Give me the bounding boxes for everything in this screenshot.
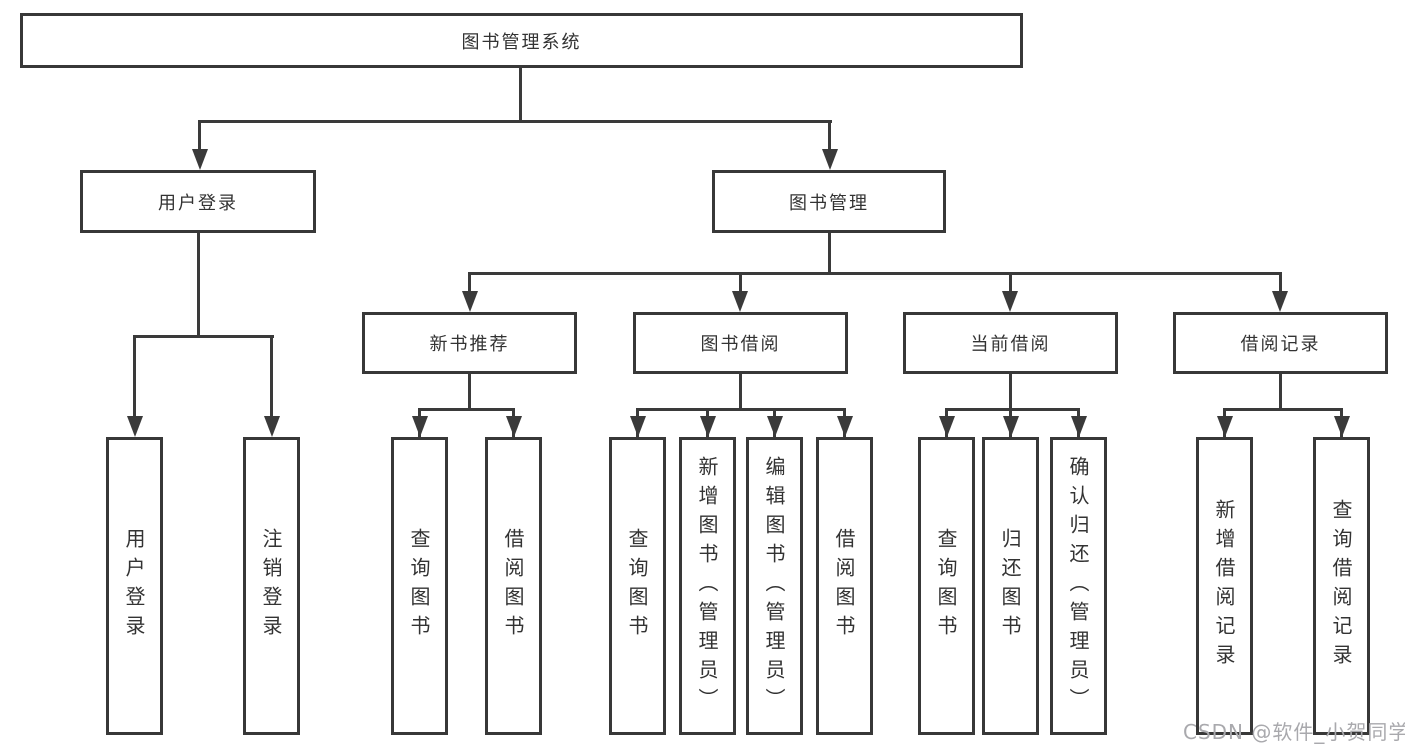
leaf-cb-query-books: 查询图书 — [918, 437, 975, 735]
leaf-bb-edit-books-admin-label: 编辑图书（管理员） — [762, 455, 786, 717]
arrowhead-down-icon — [127, 416, 143, 437]
arrowhead-down-icon — [264, 416, 280, 437]
connector-vline — [828, 120, 831, 152]
leaf-br-query-borrow-record: 查询借阅记录 — [1313, 437, 1370, 735]
leaf-nbr-query-books-label: 查询图书 — [407, 528, 431, 644]
leaf-nbr-borrow-books: 借阅图书 — [485, 437, 542, 735]
arrowhead-down-icon — [1003, 416, 1019, 437]
connector-hline — [418, 408, 515, 411]
node-user-login: 用户登录 — [80, 170, 316, 233]
node-borrow-record-label: 借阅记录 — [1240, 334, 1321, 355]
connector-vline — [1279, 374, 1282, 411]
connector-hline — [636, 408, 846, 411]
connector-vline — [468, 272, 471, 294]
leaf-br-query-borrow-record-label: 查询借阅记录 — [1329, 499, 1353, 673]
leaf-bb-add-books-admin: 新增图书（管理员） — [679, 437, 736, 735]
arrowhead-down-icon — [837, 416, 853, 437]
node-book-management: 图书管理 — [712, 170, 946, 233]
leaf-cb-return-books-label: 归还图书 — [998, 528, 1022, 644]
node-user-login-label: 用户登录 — [158, 192, 238, 214]
csdn-watermark: CSDN @软件_小贺同学 — [1183, 720, 1405, 744]
arrowhead-down-icon — [732, 291, 748, 312]
arrowhead-down-icon — [939, 416, 955, 437]
arrowhead-down-icon — [1002, 291, 1018, 312]
node-book-borrow-label: 图书借阅 — [700, 334, 781, 355]
leaf-user-login-label: 用户登录 — [122, 528, 146, 644]
leaf-bb-edit-books-admin: 编辑图书（管理员） — [746, 437, 803, 735]
connector-vline — [197, 233, 200, 338]
node-new-book-recommend-label: 新书推荐 — [429, 334, 510, 355]
node-new-book-recommend: 新书推荐 — [362, 312, 577, 374]
node-book-management-label: 图书管理 — [789, 192, 869, 214]
arrowhead-down-icon — [767, 416, 783, 437]
arrowhead-down-icon — [1334, 416, 1350, 437]
leaf-bb-add-books-admin-label: 新增图书（管理员） — [695, 455, 719, 717]
connector-vline — [1009, 374, 1012, 411]
node-borrow-record: 借阅记录 — [1173, 312, 1388, 374]
connector-hline — [1223, 408, 1343, 411]
leaf-cb-return-books: 归还图书 — [982, 437, 1039, 735]
connector-hline — [198, 120, 832, 123]
connector-hline — [468, 272, 1282, 275]
leaf-br-add-borrow-record: 新增借阅记录 — [1196, 437, 1253, 735]
connector-hline — [133, 335, 274, 338]
connector-vline — [270, 335, 273, 419]
arrowhead-down-icon — [506, 416, 522, 437]
arrowhead-down-icon — [412, 416, 428, 437]
leaf-bb-query-books-label: 查询图书 — [625, 528, 649, 644]
arrowhead-down-icon — [1217, 416, 1233, 437]
connector-vline — [468, 374, 471, 411]
connector-vline — [1279, 272, 1282, 294]
arrowhead-down-icon — [462, 291, 478, 312]
leaf-nbr-query-books: 查询图书 — [391, 437, 448, 735]
node-root: 图书管理系统 — [20, 13, 1023, 68]
leaf-br-add-borrow-record-label: 新增借阅记录 — [1212, 499, 1236, 673]
node-current-borrow-label: 当前借阅 — [970, 334, 1051, 355]
connector-vline — [519, 68, 522, 123]
leaf-cb-query-books-label: 查询图书 — [934, 528, 958, 644]
arrowhead-down-icon — [630, 416, 646, 437]
leaf-user-login: 用户登录 — [106, 437, 163, 735]
leaf-cb-confirm-return-admin: 确认归还（管理员） — [1050, 437, 1107, 735]
leaf-bb-borrow-books-label: 借阅图书 — [832, 528, 856, 644]
leaf-bb-borrow-books: 借阅图书 — [816, 437, 873, 735]
connector-vline — [133, 335, 136, 419]
arrowhead-down-icon — [192, 149, 208, 170]
arrowhead-down-icon — [822, 149, 838, 170]
node-book-borrow: 图书借阅 — [633, 312, 848, 374]
node-root-label: 图书管理系统 — [461, 31, 582, 53]
connector-vline — [198, 120, 201, 152]
arrowhead-down-icon — [1071, 416, 1087, 437]
connector-vline — [739, 272, 742, 294]
connector-hline — [945, 408, 1080, 411]
arrowhead-down-icon — [700, 416, 716, 437]
connector-vline — [1009, 272, 1012, 294]
connector-vline — [739, 374, 742, 411]
connector-vline — [828, 233, 831, 275]
leaf-logout-label: 注销登录 — [259, 528, 283, 644]
leaf-bb-query-books: 查询图书 — [609, 437, 666, 735]
leaf-nbr-borrow-books-label: 借阅图书 — [501, 528, 525, 644]
leaf-logout: 注销登录 — [243, 437, 300, 735]
node-current-borrow: 当前借阅 — [903, 312, 1118, 374]
arrowhead-down-icon — [1272, 291, 1288, 312]
leaf-cb-confirm-return-admin-label: 确认归还（管理员） — [1066, 455, 1090, 717]
